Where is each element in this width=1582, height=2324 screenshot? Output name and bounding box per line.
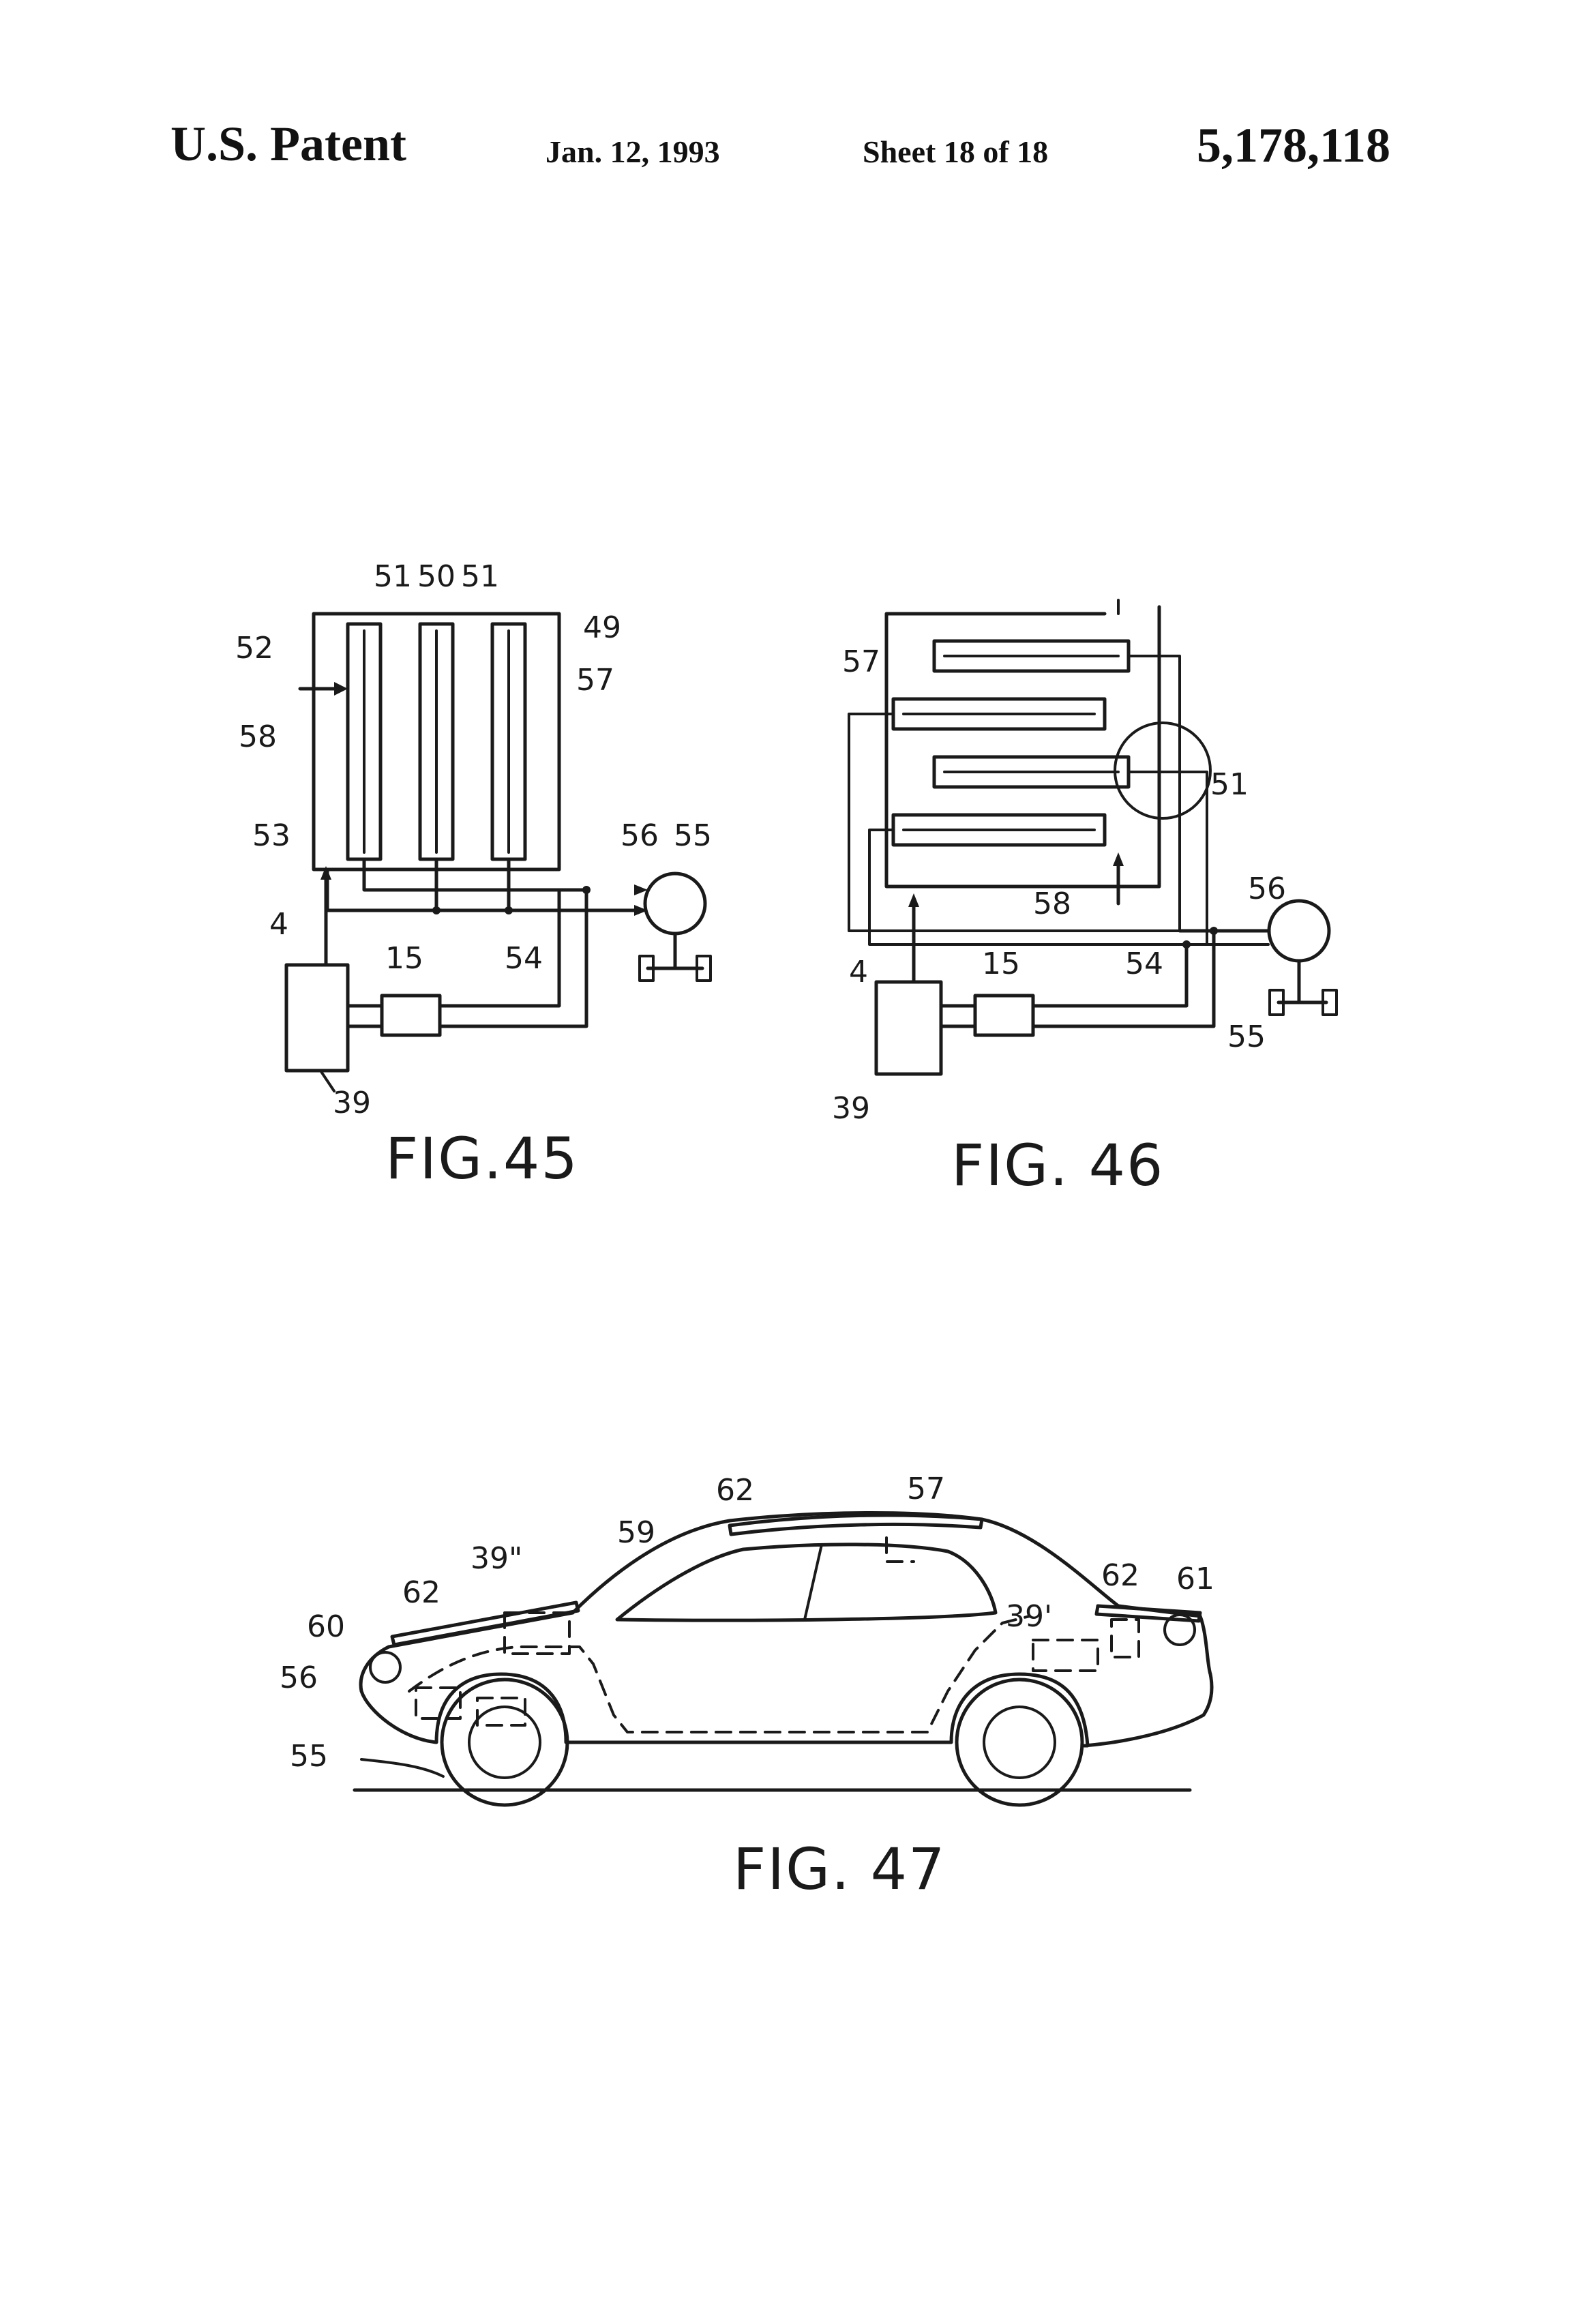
fig46-label: 56 <box>1248 872 1286 906</box>
fig47-label: 59 <box>617 1515 655 1550</box>
fig47-rear-wheel <box>957 1680 1082 1805</box>
fig46-label: 57 <box>842 644 880 679</box>
fig46-label: 58 <box>1033 887 1071 921</box>
fig47-label: 60 <box>307 1609 345 1644</box>
fig47-label: 56 <box>280 1660 318 1695</box>
fig47-unit-39p <box>1033 1640 1098 1671</box>
fig46-unit-15 <box>975 996 1033 1035</box>
fig45-label: 53 <box>252 818 290 853</box>
fig47-diagram: FIG. 47 62 57 59 39" 62 60 56 55 62 61 3… <box>280 1472 1214 1903</box>
fig46-motor <box>1269 901 1329 961</box>
fig47-label: 62 <box>402 1575 441 1610</box>
fig45-label: 49 <box>583 610 621 645</box>
fig45-label: 39 <box>333 1086 371 1120</box>
fig45-unit-39 <box>286 965 348 1071</box>
fig47-label: 39" <box>471 1541 522 1576</box>
fig46-label: 15 <box>982 947 1020 981</box>
fig47-label: 39' <box>1006 1599 1052 1634</box>
fig46-label: 4 <box>849 955 868 989</box>
fig46-label: 51 <box>1210 767 1249 802</box>
fig46-label: 39 <box>832 1091 870 1126</box>
fig45-diagram: FIG.45 51 50 51 49 52 57 58 53 56 55 4 1… <box>235 559 712 1192</box>
fig45-label: 56 <box>621 818 659 853</box>
fig45-label: 51 <box>374 559 412 594</box>
fig45-label: 55 <box>674 818 712 853</box>
fig47-label: 55 <box>290 1739 328 1774</box>
fig46-caption: FIG. 46 <box>951 1132 1164 1199</box>
fig45-unit-15 <box>382 996 440 1035</box>
fig47-label: 62 <box>1101 1558 1139 1593</box>
fig45-label: 58 <box>239 719 277 754</box>
fig45-label: 15 <box>385 941 423 976</box>
fig46-label: 54 <box>1125 947 1163 981</box>
fig45-label: 50 <box>417 559 456 594</box>
fig47-label: 62 <box>716 1473 754 1508</box>
fig47-label: 57 <box>907 1472 945 1506</box>
fig47-label: 61 <box>1176 1562 1214 1596</box>
fig46-label: 55 <box>1227 1019 1266 1054</box>
fig46-diagram: FIG. 46 57 51 58 56 4 15 54 55 39 <box>832 600 1337 1199</box>
fig45-label: 57 <box>576 663 614 698</box>
fig45-label: 51 <box>461 559 499 594</box>
fig45-motor <box>645 874 705 934</box>
fig47-caption: FIG. 47 <box>733 1836 946 1903</box>
fig45-caption: FIG.45 <box>385 1125 579 1192</box>
fig45-label: 52 <box>235 631 273 666</box>
fig45-label: 54 <box>505 941 543 976</box>
fig46-unit-39 <box>876 982 941 1074</box>
fig45-label: 4 <box>269 907 288 942</box>
